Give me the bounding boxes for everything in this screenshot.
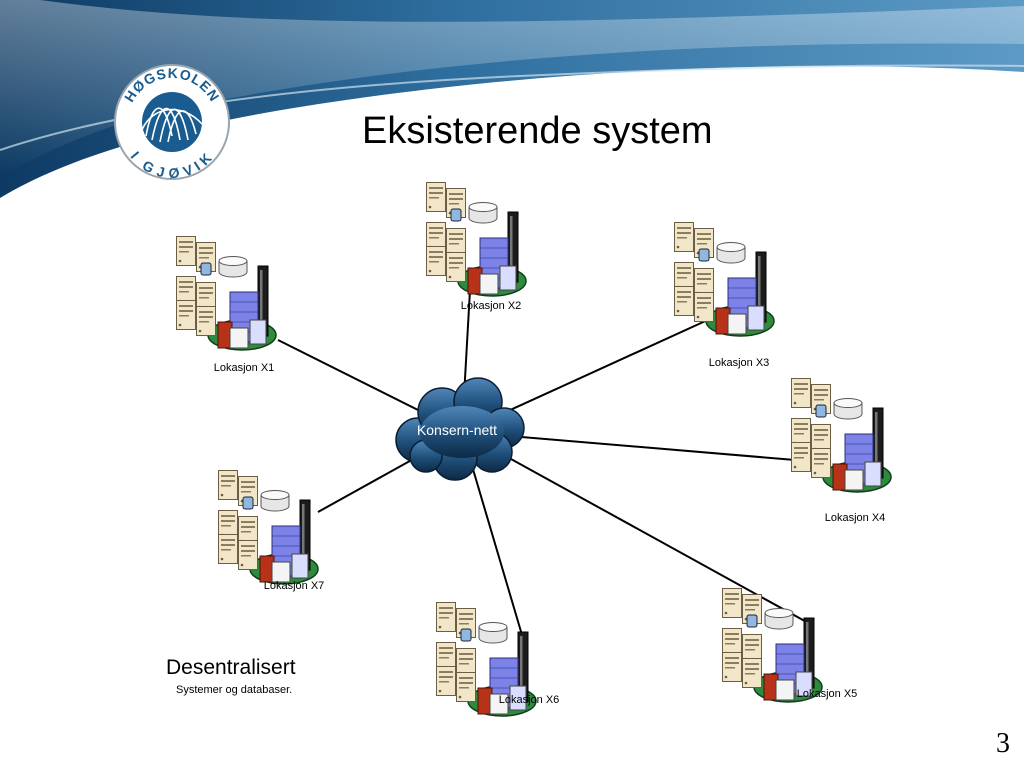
slide-title: Eksisterende system	[362, 110, 713, 152]
site-icon-x4	[792, 379, 892, 493]
site-label-x5: Lokasjon X5	[796, 688, 858, 700]
site-label-x2: Lokasjon X2	[460, 300, 522, 312]
site-icon-x5	[723, 589, 823, 703]
site-icon-x3	[675, 223, 775, 337]
site-label-x3: Lokasjon X3	[708, 357, 770, 369]
slide-number: 3	[996, 728, 1010, 759]
college-logo-seal: HØGSKOLEN I GJØVIK	[114, 64, 230, 181]
site-icon-x2	[427, 183, 527, 297]
site-label-x1: Lokasjon X1	[213, 362, 275, 374]
site-icon-x1	[177, 237, 277, 351]
site-label-x6: Lokasjon X6	[498, 694, 560, 706]
network-links	[277, 289, 813, 636]
link-x5	[461, 431, 813, 626]
site-icon-x7	[219, 471, 319, 585]
site-label-x7: Lokasjon X7	[263, 580, 325, 592]
note-subtext: Systemer og databaser.	[176, 684, 293, 696]
hub-label: Konsern-nett	[416, 422, 498, 438]
site-label-x4: Lokasjon X4	[824, 512, 886, 524]
location-sites	[177, 183, 892, 717]
konsern-nett-cloud	[395, 377, 525, 481]
note-heading: Desentralisert	[166, 656, 296, 679]
